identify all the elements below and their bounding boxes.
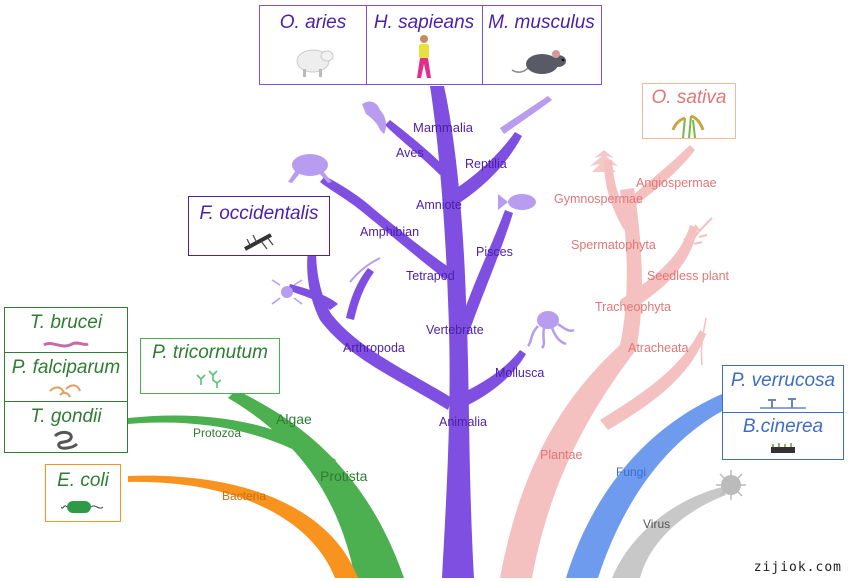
node-animalia: Animalia (439, 415, 487, 429)
node-arthropoda: Arthropoda (343, 341, 405, 355)
node-vertebrate: Vertebrate (426, 323, 484, 337)
node-atracheata: Atracheata (628, 341, 689, 355)
node-tetrapod: Tetrapod (406, 269, 455, 283)
p-falciparum-label: P. falciparum (11, 357, 121, 378)
m-musculus-label: M. musculus (488, 12, 595, 33)
tree-silhouette-icon (590, 150, 618, 172)
node-bacteria: Bacteria (222, 489, 266, 503)
rice-icon (671, 114, 705, 138)
toxoplasma-icon (53, 430, 79, 450)
frog-silhouette-icon (288, 154, 332, 183)
moss-silhouette-icon (700, 317, 707, 366)
t-brucei-label: T. brucei (29, 312, 103, 333)
p-falciparum-box: P. falciparum (4, 352, 128, 402)
centipede-silhouette-icon (349, 257, 381, 283)
node-spermatophyta: Spermatophyta (571, 238, 656, 252)
bacteria-branch (128, 475, 358, 578)
node-protista: Protista (320, 468, 368, 484)
node-fungi: Fungi (616, 465, 646, 479)
p-verrucosa-label: P. verrucosa (730, 370, 836, 391)
p-tricornutum-label: P. tricornutum (152, 342, 268, 363)
t-brucei-box: T. brucei (4, 307, 128, 353)
bacterium-icon (61, 501, 104, 513)
spider-silhouette-icon (271, 279, 303, 305)
m-musculus-cell: M. musculus (482, 6, 601, 84)
o-aries-cell: O. aries (260, 6, 367, 84)
fungi-branch (566, 394, 724, 578)
node-pisces: Pisces (476, 245, 513, 259)
watermark: zijiok.com (753, 560, 842, 575)
node-virus: Virus (643, 517, 670, 531)
fish-silhouette-icon (498, 194, 536, 210)
node-gymnospermae: Gymnospermae (554, 192, 643, 206)
plasmodium-icon (49, 384, 81, 398)
o-sativa-label: O. sativa (651, 87, 727, 108)
f-occidentalis-box: F. occidentalis (188, 196, 330, 256)
o-aries-label: O. aries (279, 12, 347, 33)
node-mammalia: Mammalia (413, 120, 474, 135)
diatom-icon (196, 370, 222, 388)
human-icon (417, 35, 431, 78)
mold-icon (771, 443, 795, 453)
p-tricornutum-box: P. tricornutum (140, 338, 280, 394)
node-plantae: Plantae (540, 448, 582, 462)
fungus-icon (760, 398, 806, 409)
f-occidentalis-label: F. occidentalis (199, 203, 319, 224)
octopus-silhouette-icon (527, 311, 575, 349)
b-cinerea-box: B.cinerea (722, 412, 844, 460)
node-tracheophyta: Tracheophyta (595, 300, 671, 314)
protista-branch (128, 390, 404, 578)
o-sativa-box: O. sativa (642, 83, 736, 139)
node-amniote: Amniote (416, 198, 462, 212)
trypanosome-icon (43, 341, 89, 348)
thrips-icon (244, 233, 274, 251)
node-reptilia: Reptilia (465, 157, 507, 171)
virus-branch (612, 487, 726, 578)
node-amphibian: Amphibian (360, 225, 419, 239)
node-seedless-plant: Seedless plant (647, 269, 730, 283)
mammal-organisms-box: O. aries H. sapieans M. musculus (259, 5, 602, 85)
node-algae: Algae (276, 411, 312, 427)
virus-icon (716, 470, 746, 500)
node-mollusca: Mollusca (495, 366, 544, 380)
fern-silhouette-icon (683, 217, 713, 251)
node-angiospermae: Angiospermae (636, 176, 717, 190)
h-sapiens-cell: H. sapieans (366, 6, 483, 84)
t-gondii-label: T. gondii (30, 406, 102, 427)
node-protozoa: Protozoa (193, 426, 241, 440)
h-sapiens-label: H. sapieans (373, 12, 475, 33)
plantae-branch (500, 145, 706, 578)
b-cinerea-label: B.cinerea (742, 416, 824, 437)
e-coli-box: E. coli (45, 464, 121, 522)
animalia-branch (288, 86, 526, 578)
sheep-icon (296, 49, 334, 77)
t-gondii-box: T. gondii (4, 401, 128, 453)
lizard-silhouette-icon (500, 96, 552, 134)
node-aves: Aves (396, 146, 424, 160)
e-coli-label: E. coli (57, 470, 109, 491)
mouse-icon (511, 50, 566, 74)
p-verrucosa-box: P. verrucosa (722, 365, 844, 413)
bird-silhouette-icon (362, 101, 387, 134)
